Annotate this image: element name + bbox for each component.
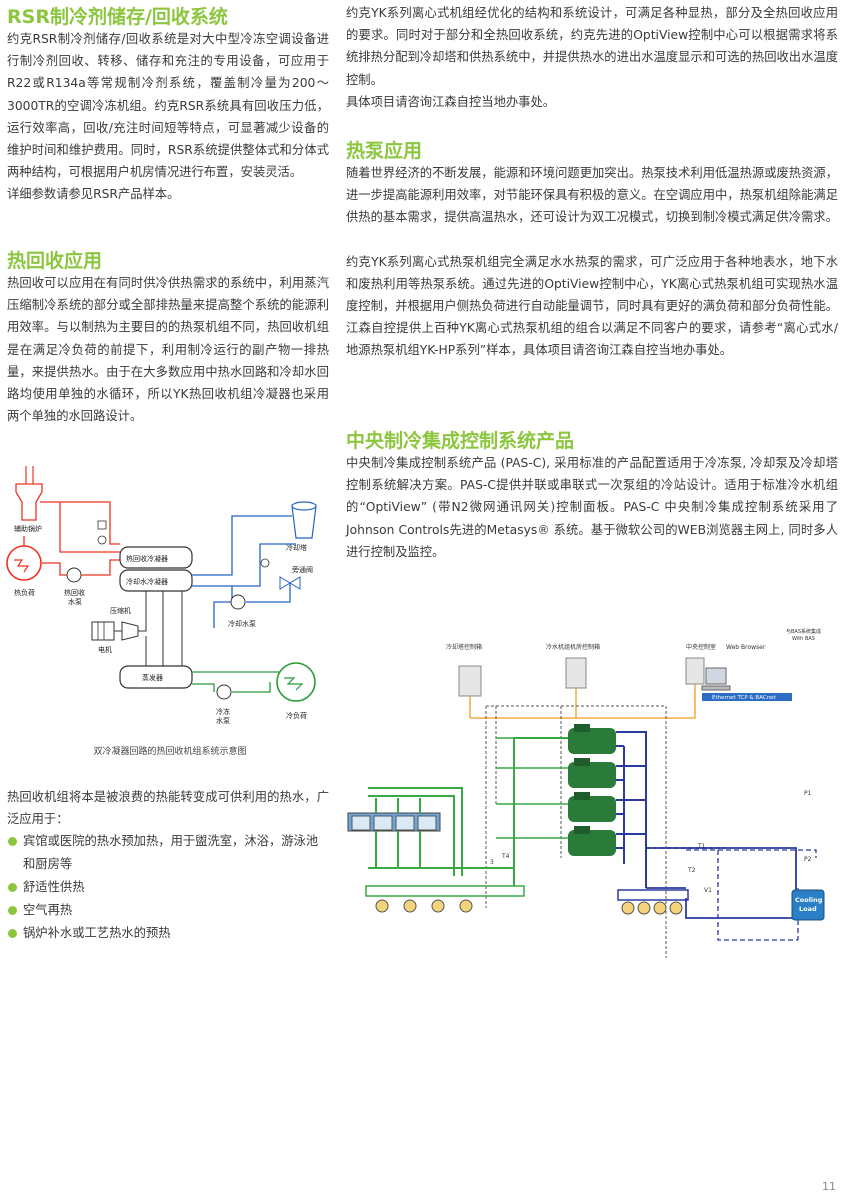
cooling-tower-row (347, 812, 441, 832)
left-column: RSR制冷剂储存/回收系统 约克RSR制冷剂储存/回收系统是对大中型冷冻空调设备… (7, 6, 329, 206)
chiller-control-panel (565, 657, 587, 689)
schematic-caption: 双冷凝器回路的热回收机组系统示意图 (93, 747, 247, 757)
heat-recovery-schematic: 辅助锅炉 热负荷 热回收 水泵 热回收冷凝器 冷却水冷凝器 冷却塔 旁通阀 冷却… (6, 466, 317, 725)
heat-pump-heading: 热泵应用 (346, 140, 423, 162)
aux-boiler-icon (15, 466, 43, 521)
motor-icon (91, 621, 115, 641)
pasc-heading: 中央制冷集成控制系统产品 (346, 430, 575, 452)
cw-condenser (119, 569, 193, 592)
hr-pump-icon (66, 567, 82, 583)
list-item: 宾馆或医院的热水预加热，用于盥洗室，沐浴，游泳池和厨房等 (7, 830, 329, 876)
cooling-tower-label: 冷却塔 (286, 543, 307, 552)
list-item: 锅炉补水或工艺热水的预热 (7, 922, 329, 945)
rsr-heading: RSR制冷剂储存/回收系统 (7, 6, 228, 28)
motor-label: 电机 (98, 645, 112, 654)
right-intro: 约克YK系列离心式机组经优化的结构和系统设计，可满足各种显热，部分及全热回收应用… (346, 2, 838, 113)
p2-label: P2 (804, 856, 812, 863)
chiller-stack (568, 724, 616, 856)
web-browser-label: Web Browser (726, 644, 766, 651)
aux-boiler-label: 辅助锅炉 (14, 524, 42, 533)
computer-icon (705, 667, 727, 685)
hr-pump-label-2: 水泵 (68, 597, 82, 606)
t4-label: T4 (501, 853, 510, 860)
cool-load-icon (276, 662, 316, 702)
heat-load-label: 热负荷 (14, 588, 35, 597)
uses-section: 热回收机组将本是被浪费的热能转变成可供利用的热水，广泛应用于： 宾馆或医院的热水… (7, 786, 329, 945)
ethernet-label: Ethernet TCP & BACnet (712, 695, 777, 701)
hr-pump-label: 热回收 (64, 588, 85, 597)
page-number: 11 (822, 1180, 836, 1193)
uses-intro: 热回收机组将本是被浪费的热能转变成可供利用的热水，广泛应用于： (7, 790, 329, 827)
central-plant-diagram: 冷却塔控制箱 冷水机组机房控制箱 中央控制室 Web Browser 与BAS系… (347, 628, 825, 958)
ethernet-bar (702, 693, 792, 701)
rsr-reference: 详细参数请参见RSR产品样本。 (7, 187, 180, 202)
t2-label: T2 (687, 867, 696, 874)
central-room-label: 中央控制室 (686, 643, 716, 651)
heat-pump-paragraph-1: 随着世界经济的不断发展，能源和环境问题更加突出。热泵技术利用低温热源或废热资源，… (346, 166, 838, 225)
condenser-pump-row (365, 885, 525, 913)
bullet-icon (8, 883, 17, 893)
t3-label: 3 (490, 859, 494, 866)
yk-intro-paragraph: 约克YK系列离心式机组经优化的结构和系统设计，可满足各种显热，部分及全热回收应用… (346, 6, 838, 87)
bas-label-2: With BAS (792, 636, 815, 642)
chiller-panel-label: 冷水机组机房控制箱 (546, 643, 600, 651)
bypass-valve-label: 旁通阀 (292, 565, 313, 574)
cw-pump-icon (230, 594, 246, 610)
heat-load-icon (6, 545, 42, 581)
heat-recovery-heading: 热回收应用 (7, 250, 103, 272)
bullet-icon (8, 837, 17, 847)
list-item: 舒适性供热 (7, 876, 329, 899)
bullet-icon (8, 929, 17, 939)
chw-pump-label-2: 水泵 (216, 716, 230, 725)
cool-load-label: 冷负荷 (286, 711, 307, 720)
tower-panel-label: 冷却塔控制箱 (446, 643, 482, 651)
bullet-icon (8, 906, 17, 916)
p1-label: P1 (804, 790, 812, 797)
cooling-load-label: Cooling (795, 896, 823, 904)
cooling-tower-icon (291, 501, 317, 539)
chw-pump-label: 冷冻 (216, 707, 230, 716)
rsr-paragraph: 约克RSR制冷剂储存/回收系统是对大中型冷冻空调设备进行制冷剂回收、转移、储存和… (7, 32, 329, 180)
hr-condenser (119, 546, 193, 569)
chilled-pump-row (617, 889, 689, 915)
evaporator-label: 蒸发器 (142, 673, 163, 682)
v1-label: V1 (704, 887, 712, 894)
pasc-paragraph: 中央制冷集成控制系统产品 (PAS-C), 采用标准的产品配置适用于冷冻泵, 冷… (346, 456, 838, 559)
t1-label: T1 (697, 843, 706, 850)
chw-pump-icon (216, 684, 232, 700)
cw-pump-label: 冷却水泵 (228, 619, 256, 628)
compressor-label: 压缩机 (110, 606, 131, 615)
bas-label: 与BAS系统集成 (786, 628, 821, 635)
cooling-load-label-2: Load (799, 905, 817, 913)
heat-recovery-paragraph: 热回收可以应用在有同时供冷供热需求的系统中，利用蒸汽压缩制冷系统的部分或全部排热… (7, 276, 329, 424)
cw-condenser-label: 冷却水冷凝器 (126, 577, 168, 586)
uses-list: 宾馆或医院的热水预加热，用于盥洗室，沐浴，游泳池和厨房等 舒适性供热 空气再热 … (7, 830, 329, 945)
yk-contact-paragraph: 具体项目请咨询江森自控当地办事处。 (346, 94, 556, 109)
heat-pump-paragraph-2: 约克YK系列离心式热泵机组完全满足水水热泵的需求，可广泛应用于各种地表水，地下水… (346, 254, 838, 358)
tower-control-panel (458, 665, 482, 697)
cooling-load-box (791, 889, 825, 921)
list-item: 空气再热 (7, 899, 329, 922)
compressor-icon (121, 621, 139, 641)
hr-condenser-label: 热回收冷凝器 (126, 554, 168, 563)
evaporator (119, 665, 193, 689)
central-control-panel (685, 657, 705, 685)
heat-pump-section: 热泵应用 随着世界经济的不断发展，能源和环境问题更加突出。热泵技术利用低温热源或… (346, 140, 838, 362)
pasc-section: 中央制冷集成控制系统产品 中央制冷集成控制系统产品 (PAS-C), 采用标准的… (346, 430, 838, 563)
heat-recovery-section: 热回收应用 热回收可以应用在有同时供冷供热需求的系统中，利用蒸汽压缩制冷系统的部… (7, 250, 329, 427)
